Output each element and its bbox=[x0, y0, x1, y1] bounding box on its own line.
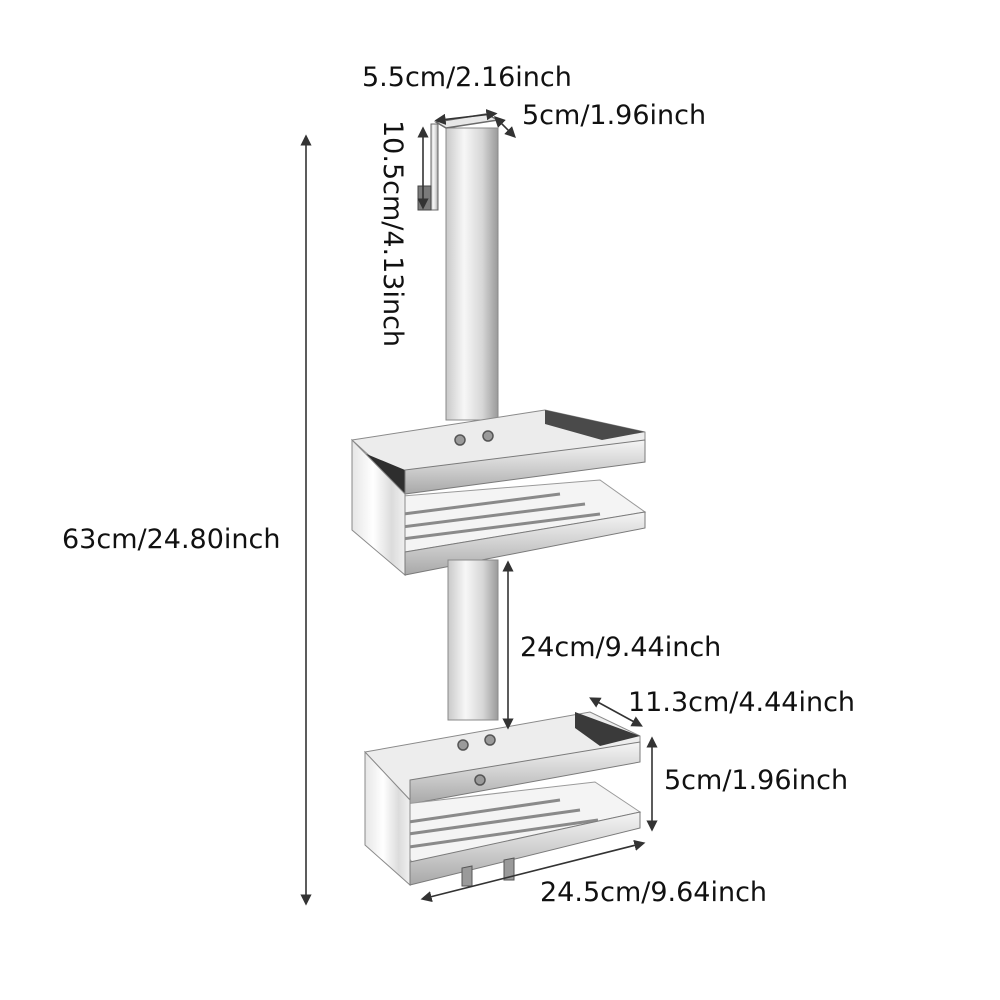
dim-hook-depth-line bbox=[494, 116, 516, 138]
dim-basket-depth-line bbox=[589, 697, 643, 727]
label-total-height: 63cm/24.80inch bbox=[62, 524, 281, 555]
lower-basket bbox=[364, 711, 642, 887]
hanger-strip bbox=[445, 127, 499, 421]
label-basket-height: 5cm/1.96inch bbox=[664, 765, 849, 796]
upper-basket bbox=[350, 409, 647, 577]
dim-hook-width-line bbox=[434, 109, 498, 125]
label-shelf-gap: 24cm/9.44inch bbox=[520, 632, 722, 663]
label-hook-width: 5.5cm/2.16inch bbox=[362, 62, 572, 93]
label-hook-height: 10.5cm/4.13inch bbox=[377, 120, 408, 348]
middle-strip bbox=[447, 559, 499, 721]
dimension-lines bbox=[300, 109, 658, 906]
label-basket-depth: 11.3cm/4.44inch bbox=[628, 687, 856, 718]
label-hook-depth: 5cm/1.96inch bbox=[522, 100, 707, 131]
dim-basket-width-line bbox=[420, 839, 646, 903]
label-basket-width: 24.5cm/9.64inch bbox=[540, 877, 768, 908]
